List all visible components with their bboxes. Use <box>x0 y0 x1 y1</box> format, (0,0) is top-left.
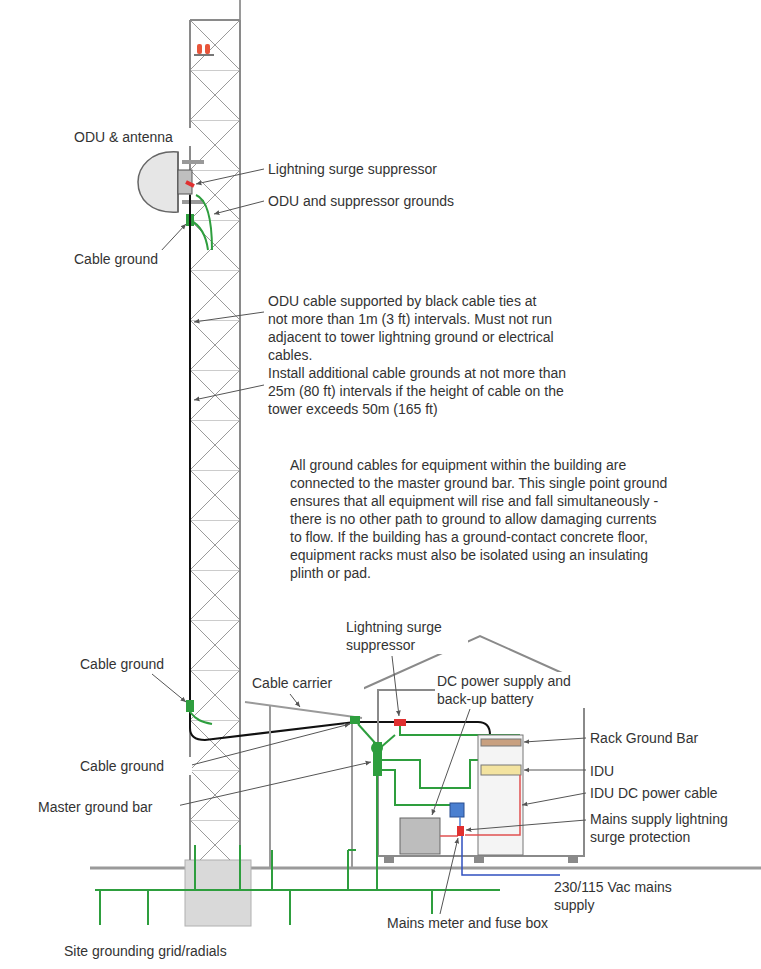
building <box>378 690 584 856</box>
grid-label: Site grounding grid/radials <box>62 942 286 960</box>
fuse-box-label: Mains meter and fuse box <box>385 914 589 932</box>
cable-carrier <box>245 702 362 718</box>
power-cable-label: IDU DC power cable <box>588 784 742 802</box>
building-surge-suppressor <box>394 719 406 726</box>
antenna-dish <box>138 152 178 212</box>
antenna-label: ODU & antenna <box>72 128 196 146</box>
cable-note: ODU cable supported by black cable ties … <box>266 292 560 364</box>
odu-ground <box>196 195 212 250</box>
surge-protection-label: Mains supply lightning surge protection <box>588 810 761 846</box>
rack-ground-bar <box>481 739 521 746</box>
beacon <box>197 44 202 54</box>
suppressor-label: Lightning surge suppressor <box>344 618 468 654</box>
fuse-box <box>450 803 464 817</box>
ground-label: ODU and suppressor grounds <box>266 192 490 210</box>
dc-supply-battery <box>400 818 440 854</box>
equipment-rack <box>478 735 523 855</box>
carrier-label: Cable carrier <box>250 674 364 692</box>
ground-bar-label: Rack Ground Bar <box>588 729 732 747</box>
power-supply-label: DC power supply and back-up battery <box>435 672 604 708</box>
surge-suppressor <box>186 182 194 186</box>
cable-ground-label: Cable ground <box>78 655 182 673</box>
suppressor-label: Lightning surge suppressor <box>266 160 470 178</box>
cable-ground-note: Install additional cable grounds at not … <box>266 364 580 418</box>
grounding-note: All ground cables for equipment within t… <box>288 456 670 582</box>
mains-label: 230/115 Vac mains supply <box>552 878 681 914</box>
mains-surge-protection <box>457 826 464 836</box>
mains-cable <box>462 836 560 875</box>
idu-label: IDU <box>588 762 652 780</box>
grounding-grid <box>95 845 500 925</box>
cable-ground-label: Cable ground <box>72 250 176 268</box>
tower-lattice <box>190 20 240 860</box>
idu <box>481 765 521 775</box>
master-ground-label: Master ground bar <box>36 798 180 816</box>
cable-ground-label: Cable ground <box>78 757 192 775</box>
